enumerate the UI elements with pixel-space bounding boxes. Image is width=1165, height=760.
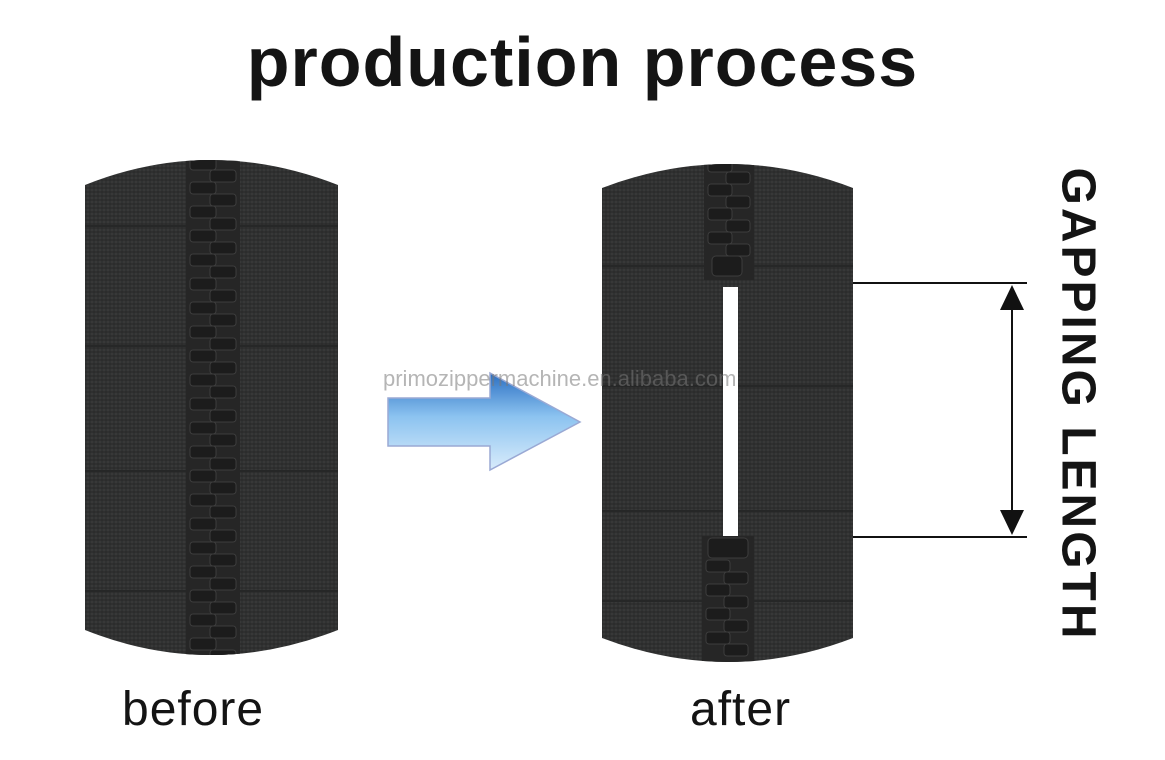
page-title: production process	[246, 23, 919, 101]
double-headed-vertical-arrow-icon	[1000, 285, 1024, 535]
zipper-before	[85, 160, 338, 655]
gapping-length-indicator	[853, 282, 1027, 538]
right-arrow-icon	[387, 371, 582, 472]
watermark: primozippermachine.en.alibaba.com	[383, 366, 737, 391]
zipper-after	[602, 164, 853, 662]
gap-opening	[723, 287, 738, 536]
teeth-before	[186, 160, 240, 655]
gapping-length-label: GAPPING LENGTH	[1051, 167, 1105, 642]
caption-after: after	[690, 683, 792, 736]
teeth-after-bottom	[702, 536, 754, 662]
teeth-after-top	[704, 164, 754, 280]
caption-before: before	[122, 683, 265, 736]
gapping-length-label-container: GAPPING LENGTH	[1051, 132, 1105, 677]
